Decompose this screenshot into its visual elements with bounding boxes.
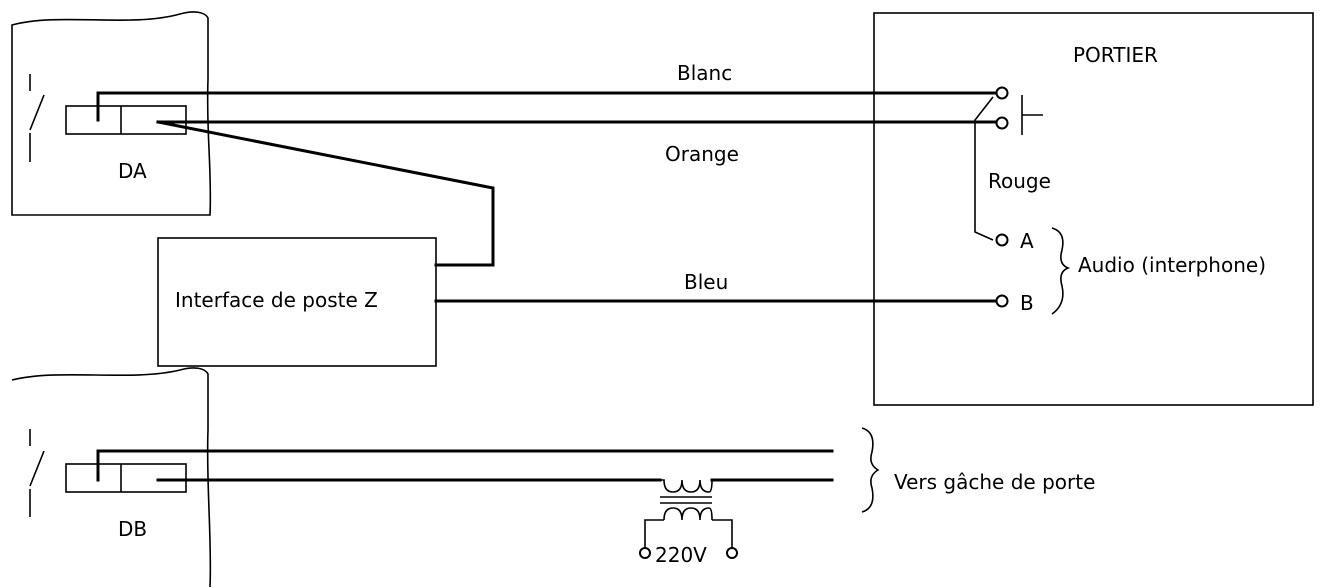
terminal-blanc (995, 86, 1009, 100)
portier-box-outline (873, 12, 1314, 406)
transformer-terminal-left (639, 547, 651, 559)
panel-db: DB (11, 367, 212, 587)
door-strike-brace (861, 427, 880, 513)
audio-brace (1051, 227, 1071, 315)
wire-label-bleu: Bleu (684, 270, 728, 294)
door-strike-annotation: Vers gâche de porte (894, 470, 1095, 494)
panel-db-label: DB (118, 517, 147, 541)
portier-title: PORTIER (1073, 43, 1158, 67)
transformer-lead-right (712, 519, 733, 548)
wire-blanc (96, 91, 999, 122)
terminal-b (995, 294, 1009, 308)
panel-db-outline (11, 367, 212, 587)
switch-da-blade (29, 94, 45, 131)
portier-box: PORTIER (873, 12, 1314, 406)
transformer-label: 220V (655, 543, 707, 567)
transformer: 220V (639, 479, 738, 567)
transformer-lead-left (644, 519, 664, 548)
wire-rouge (974, 96, 994, 241)
wire-interface-link (156, 120, 495, 267)
transformer-secondary-coil (663, 507, 713, 521)
wire-label-blanc: Blanc (677, 61, 732, 85)
terminal-a-label: A (1020, 229, 1034, 253)
audio-annotation: Audio (interphone) (1078, 253, 1266, 277)
terminal-block-da (65, 105, 187, 135)
wire-label-rouge: Rouge (988, 169, 1051, 193)
switch-db-blade (29, 450, 45, 487)
transformer-terminal-right (726, 547, 738, 559)
wire-db-upper (96, 449, 834, 482)
panel-da-outline (11, 11, 212, 216)
terminals: A B (995, 86, 1034, 315)
wire-label-orange: Orange (665, 142, 739, 166)
interface-box: Interface de poste Z (157, 237, 437, 367)
transformer-primary-coil (660, 479, 713, 493)
interface-box-label: Interface de poste Z (175, 288, 378, 312)
terminal-orange (995, 116, 1009, 130)
terminal-block-db (65, 463, 187, 493)
panel-da: DA (11, 11, 212, 216)
wires (96, 91, 999, 482)
panel-da-label: DA (118, 159, 147, 183)
terminal-a (995, 233, 1009, 247)
terminal-b-label: B (1020, 291, 1034, 315)
